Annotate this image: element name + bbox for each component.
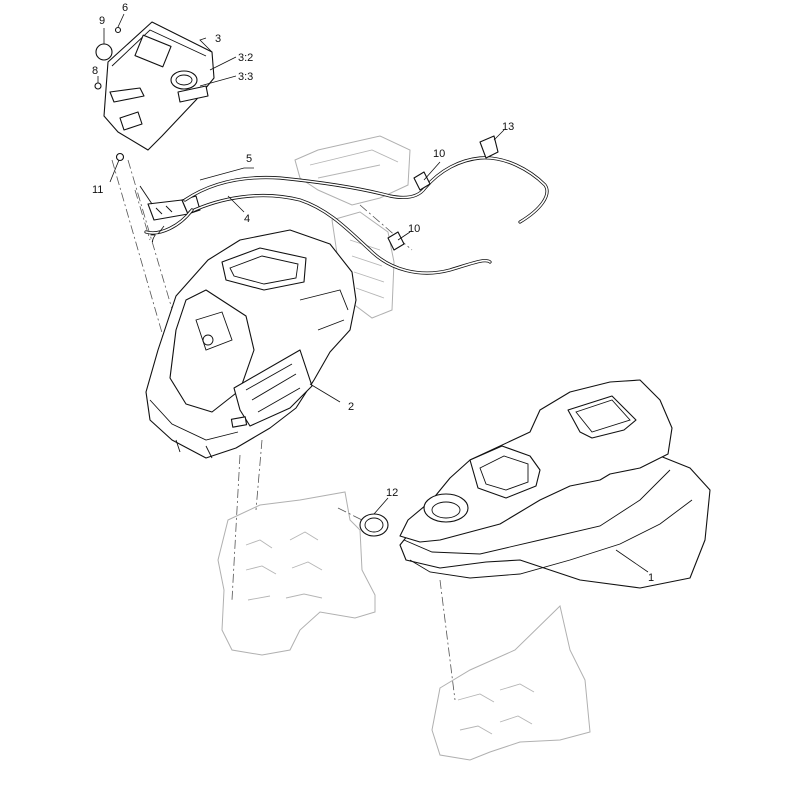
- callout-9: 9: [99, 15, 105, 27]
- callout-13: 13: [502, 121, 514, 133]
- callout-3-3: 3:3: [238, 71, 253, 83]
- callout-5: 5: [246, 153, 252, 165]
- callout-2: 2: [348, 401, 354, 413]
- nut: [115, 152, 125, 162]
- callout-10-upper: 10: [433, 148, 445, 160]
- cable-harness: [144, 156, 549, 275]
- callout-3: 3: [215, 33, 221, 45]
- switch-connector: [139, 185, 201, 221]
- cable-clip-upper: [413, 171, 431, 191]
- knob: [95, 43, 113, 61]
- callout-11: 11: [92, 184, 103, 196]
- console-body: [145, 229, 357, 459]
- seat-base-cover: [399, 379, 711, 589]
- ring-clamp: [359, 513, 389, 537]
- ghost-frame-left: [217, 491, 376, 656]
- callout-6: 6: [122, 2, 128, 14]
- callout-7: 7: [150, 233, 156, 245]
- callout-10-lower: 10: [408, 223, 420, 235]
- dashboard-panel: [103, 21, 215, 151]
- callout-3-2: 3:2: [238, 52, 253, 64]
- screw: [94, 82, 102, 90]
- cable-clip-lower: [387, 231, 405, 251]
- callout-1: 1: [648, 572, 654, 584]
- ghost-frame-right: [431, 605, 591, 761]
- small-pin: [114, 26, 122, 34]
- callouts: 1 2 3 3:2 3:3 4 5 6 7 8 9 10 10 11 12 13: [92, 2, 654, 584]
- callout-4: 4: [244, 213, 250, 225]
- leader-lines: [97, 13, 649, 573]
- callout-8: 8: [92, 65, 98, 77]
- callout-12: 12: [386, 487, 398, 499]
- cable-clip-end: [479, 135, 499, 159]
